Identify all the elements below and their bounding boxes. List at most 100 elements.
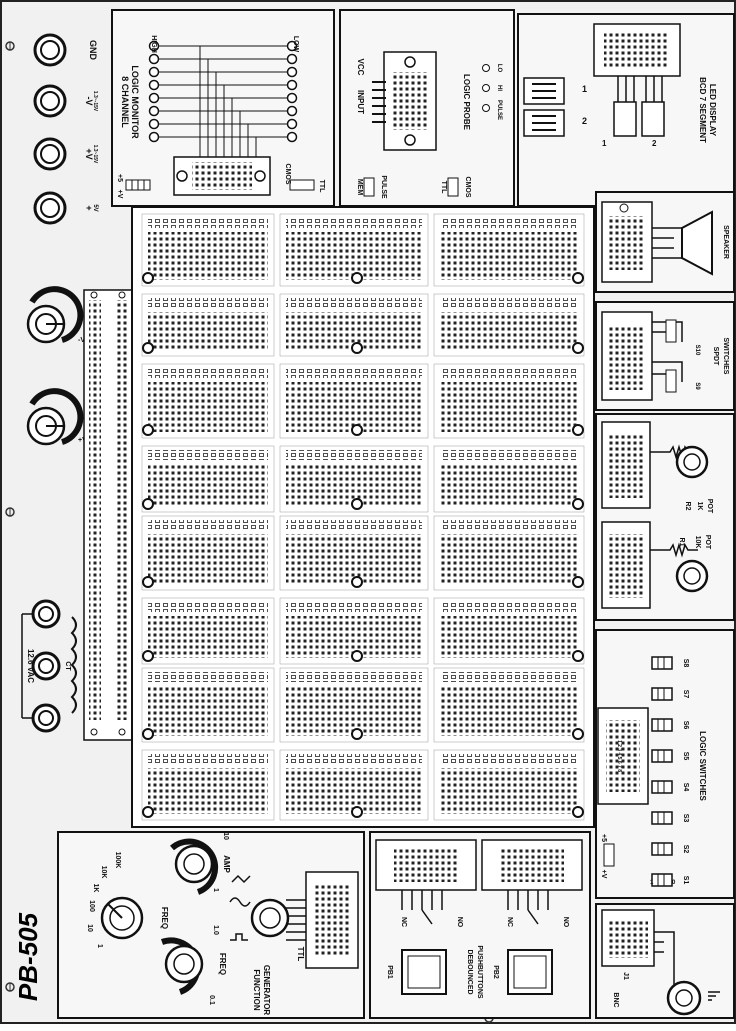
power-bus-strip[interactable]: [83, 289, 133, 741]
logic-switch-label: S5: [682, 752, 689, 761]
probe-ttl: TTL: [440, 181, 447, 195]
breadboard-block[interactable]: [433, 293, 585, 357]
model-title: PB-505: [13, 912, 43, 1001]
breadboard-block[interactable]: [433, 597, 585, 665]
logic-switch-s4[interactable]: [651, 780, 673, 794]
pot-r2-knob[interactable]: [675, 445, 709, 479]
spdt-switch-s9[interactable]: [665, 319, 677, 343]
bcd-digit-2: 2: [582, 116, 587, 126]
amp-knob[interactable]: [170, 838, 219, 895]
breadboard-screw: [351, 498, 363, 510]
logic-switch-s1[interactable]: [651, 873, 673, 887]
logic-switch-label: S3: [682, 814, 689, 823]
breadboard-block[interactable]: [141, 363, 275, 439]
logic-plusv: +V: [600, 870, 607, 879]
minus-v-jack[interactable]: [33, 84, 67, 118]
spdt-s10: S10: [694, 345, 700, 356]
plus5-jack[interactable]: [33, 191, 67, 225]
logic-monitor-channel: [148, 131, 298, 160]
plus-v-knob[interactable]: [26, 388, 84, 446]
breadboard-block[interactable]: [141, 293, 275, 357]
logic-switch-s6[interactable]: [651, 718, 673, 732]
fg-amp: AMP: [222, 855, 231, 873]
breadboard-block[interactable]: [433, 363, 585, 439]
logic-switch-s7[interactable]: [651, 687, 673, 701]
breadboard-screw: [572, 498, 584, 510]
freq-range-label: 100: [88, 900, 95, 912]
breadboard-screw: [142, 342, 154, 354]
pot-r1-knob[interactable]: [675, 559, 709, 593]
breadboard-block[interactable]: [141, 597, 275, 665]
fg-freq-2: FREQ: [218, 953, 227, 975]
logic-switch-s5[interactable]: [651, 749, 673, 763]
logic-monitor-channel: [148, 105, 298, 160]
logic-monitor-ttl: TTL: [318, 180, 325, 194]
logic-supply-switch[interactable]: [603, 843, 615, 867]
pot-r1-value: 10K: [694, 536, 701, 549]
breadboard-block[interactable]: [433, 667, 585, 743]
plus5-label: +: [84, 205, 94, 210]
breadboard-block[interactable]: [433, 749, 585, 821]
breadboard-screw: [351, 342, 363, 354]
fg-label-1: FUNCTION: [252, 969, 261, 1011]
logic-switch-s2[interactable]: [651, 842, 673, 856]
logic-switch-s3[interactable]: [651, 811, 673, 825]
breadboard-block[interactable]: [141, 445, 275, 513]
breadboard-screw: [351, 424, 363, 436]
breadboard-screw: [572, 806, 584, 818]
waveform-select-knob[interactable]: [250, 898, 290, 938]
fg-amp-scale-0: 1: [212, 888, 219, 892]
breadboard-block[interactable]: [433, 515, 585, 591]
fg-label-2: GENERATOR: [262, 965, 271, 1016]
freq-fine-knob[interactable]: [160, 937, 204, 995]
logic-monitor-plus5: +5: [116, 174, 123, 182]
logic-probe-panel: [339, 9, 515, 207]
pb1-no: NO: [456, 917, 463, 928]
breadboard-block[interactable]: [433, 445, 585, 513]
gnd-jack[interactable]: [33, 33, 67, 67]
bnc-label: BNC: [612, 992, 619, 1007]
gnd-label: GND: [88, 40, 98, 61]
breadboard-block[interactable]: [279, 213, 429, 287]
plus-v-knob-label: +V: [78, 437, 87, 444]
pot-r2-value: 1K: [696, 502, 703, 511]
breadboard-screw: [142, 272, 154, 284]
breadboard-block[interactable]: [141, 667, 275, 743]
freq-range-knob[interactable]: [100, 896, 144, 940]
logic-monitor-channel: [148, 40, 298, 160]
logic-monitor-channel: [148, 92, 298, 160]
probe-cmos: CMOS: [464, 177, 471, 198]
breadboard-block[interactable]: [433, 213, 585, 287]
breadboard-block[interactable]: [141, 749, 275, 821]
pushbuttons-title-2: PUSHBUTTONS: [476, 945, 483, 998]
bnc-connector[interactable]: [666, 980, 702, 1016]
vac-label: 12.6 VAC: [26, 649, 35, 683]
freq-range-label: 1: [96, 944, 103, 948]
waveform-icons: [229, 874, 251, 941]
logic-one: 1: [650, 880, 654, 886]
bcd-title-1: BCD 7 SEGMENT: [698, 77, 707, 143]
pot-r2-type: POT: [706, 499, 713, 514]
breadboard-block[interactable]: [141, 515, 275, 591]
probe-hi: HI: [496, 85, 502, 91]
logic-monitor-channel: [148, 66, 298, 160]
minus-v-label: -V: [84, 97, 94, 106]
spdt-switch-s10[interactable]: [665, 369, 677, 393]
plus-v-label: +V: [84, 148, 94, 159]
probe-pulse-switch: PULSE: [380, 175, 387, 199]
probe-pulse: PULSE: [496, 100, 502, 120]
pot-r2: R2: [684, 502, 691, 511]
logic-switch-s8[interactable]: [651, 656, 673, 670]
pot-r1: R1: [678, 538, 685, 547]
breadboard-screw: [142, 424, 154, 436]
logic-monitor-high: HIGH: [150, 35, 157, 53]
plus-v-jack[interactable]: [33, 137, 67, 171]
minus-v-knob[interactable]: [26, 286, 84, 344]
spdt-panel: [595, 301, 735, 411]
breadboard-block[interactable]: [141, 213, 275, 287]
main-breadboard[interactable]: [131, 206, 595, 828]
logic-plus5: +5: [600, 834, 607, 842]
breadboard-screw: [351, 806, 363, 818]
